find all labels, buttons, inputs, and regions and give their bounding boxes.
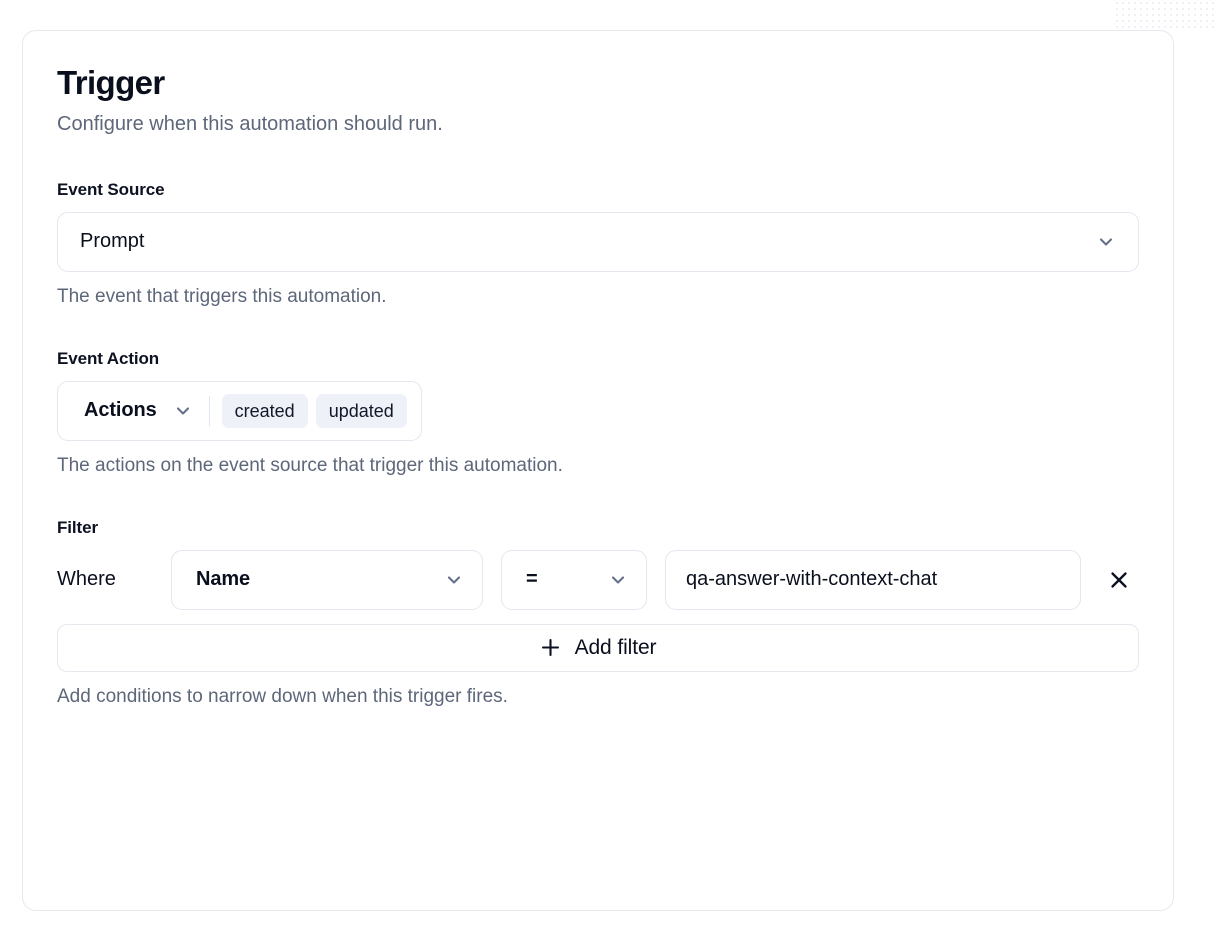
- remove-filter-button[interactable]: [1099, 560, 1139, 600]
- background-dot-texture: [1114, 0, 1214, 30]
- event-action-pill-list: created updated: [221, 393, 407, 428]
- filter-help: Add conditions to narrow down when this …: [57, 685, 508, 707]
- event-action-dropdown[interactable]: Actions: [84, 399, 209, 422]
- event-action-label: Event Action: [57, 348, 160, 368]
- chevron-down-icon: [1096, 232, 1116, 252]
- chevron-down-icon: [444, 570, 464, 590]
- filter-section: Filter Where Name = qa-answer-with-conte…: [57, 518, 1139, 709]
- filter-label: Filter: [57, 517, 98, 537]
- event-action-section: Event Action Actions created updated The…: [57, 349, 1139, 478]
- filter-row: Where Name = qa-answer-with-context-chat: [57, 549, 1139, 610]
- close-icon: [1108, 569, 1130, 591]
- event-source-select[interactable]: Prompt: [57, 211, 1139, 272]
- add-filter-label: Add filter: [574, 635, 657, 659]
- event-action-dropdown-label: Actions: [84, 399, 157, 422]
- chevron-down-icon: [608, 570, 628, 590]
- where-label: Where: [57, 568, 116, 591]
- page-title: Trigger: [57, 64, 165, 101]
- filter-field-value: Name: [196, 568, 251, 591]
- filter-value-input[interactable]: qa-answer-with-context-chat: [665, 549, 1081, 610]
- event-source-section: Event Source Prompt The event that trigg…: [57, 180, 1139, 309]
- filter-operator-select[interactable]: =: [501, 549, 647, 610]
- trigger-card: Trigger Configure when this automation s…: [22, 30, 1174, 911]
- filter-operator-value: =: [526, 568, 538, 591]
- filter-value-text: qa-answer-with-context-chat: [686, 568, 938, 591]
- event-source-value: Prompt: [80, 230, 145, 253]
- filter-field-select[interactable]: Name: [171, 549, 483, 610]
- event-source-help: The event that triggers this automation.: [57, 285, 387, 307]
- event-action-pill-created[interactable]: created: [221, 393, 308, 428]
- combo-divider: [208, 395, 210, 426]
- event-source-label: Event Source: [57, 179, 165, 199]
- add-filter-button[interactable]: Add filter: [57, 623, 1139, 672]
- chevron-down-icon: [173, 401, 193, 421]
- page-subtitle: Configure when this automation should ru…: [57, 112, 443, 135]
- event-action-pill-updated[interactable]: updated: [315, 393, 407, 428]
- event-action-combo: Actions created updated: [57, 380, 422, 441]
- plus-icon: [540, 637, 561, 658]
- event-action-help: The actions on the event source that tri…: [57, 454, 563, 476]
